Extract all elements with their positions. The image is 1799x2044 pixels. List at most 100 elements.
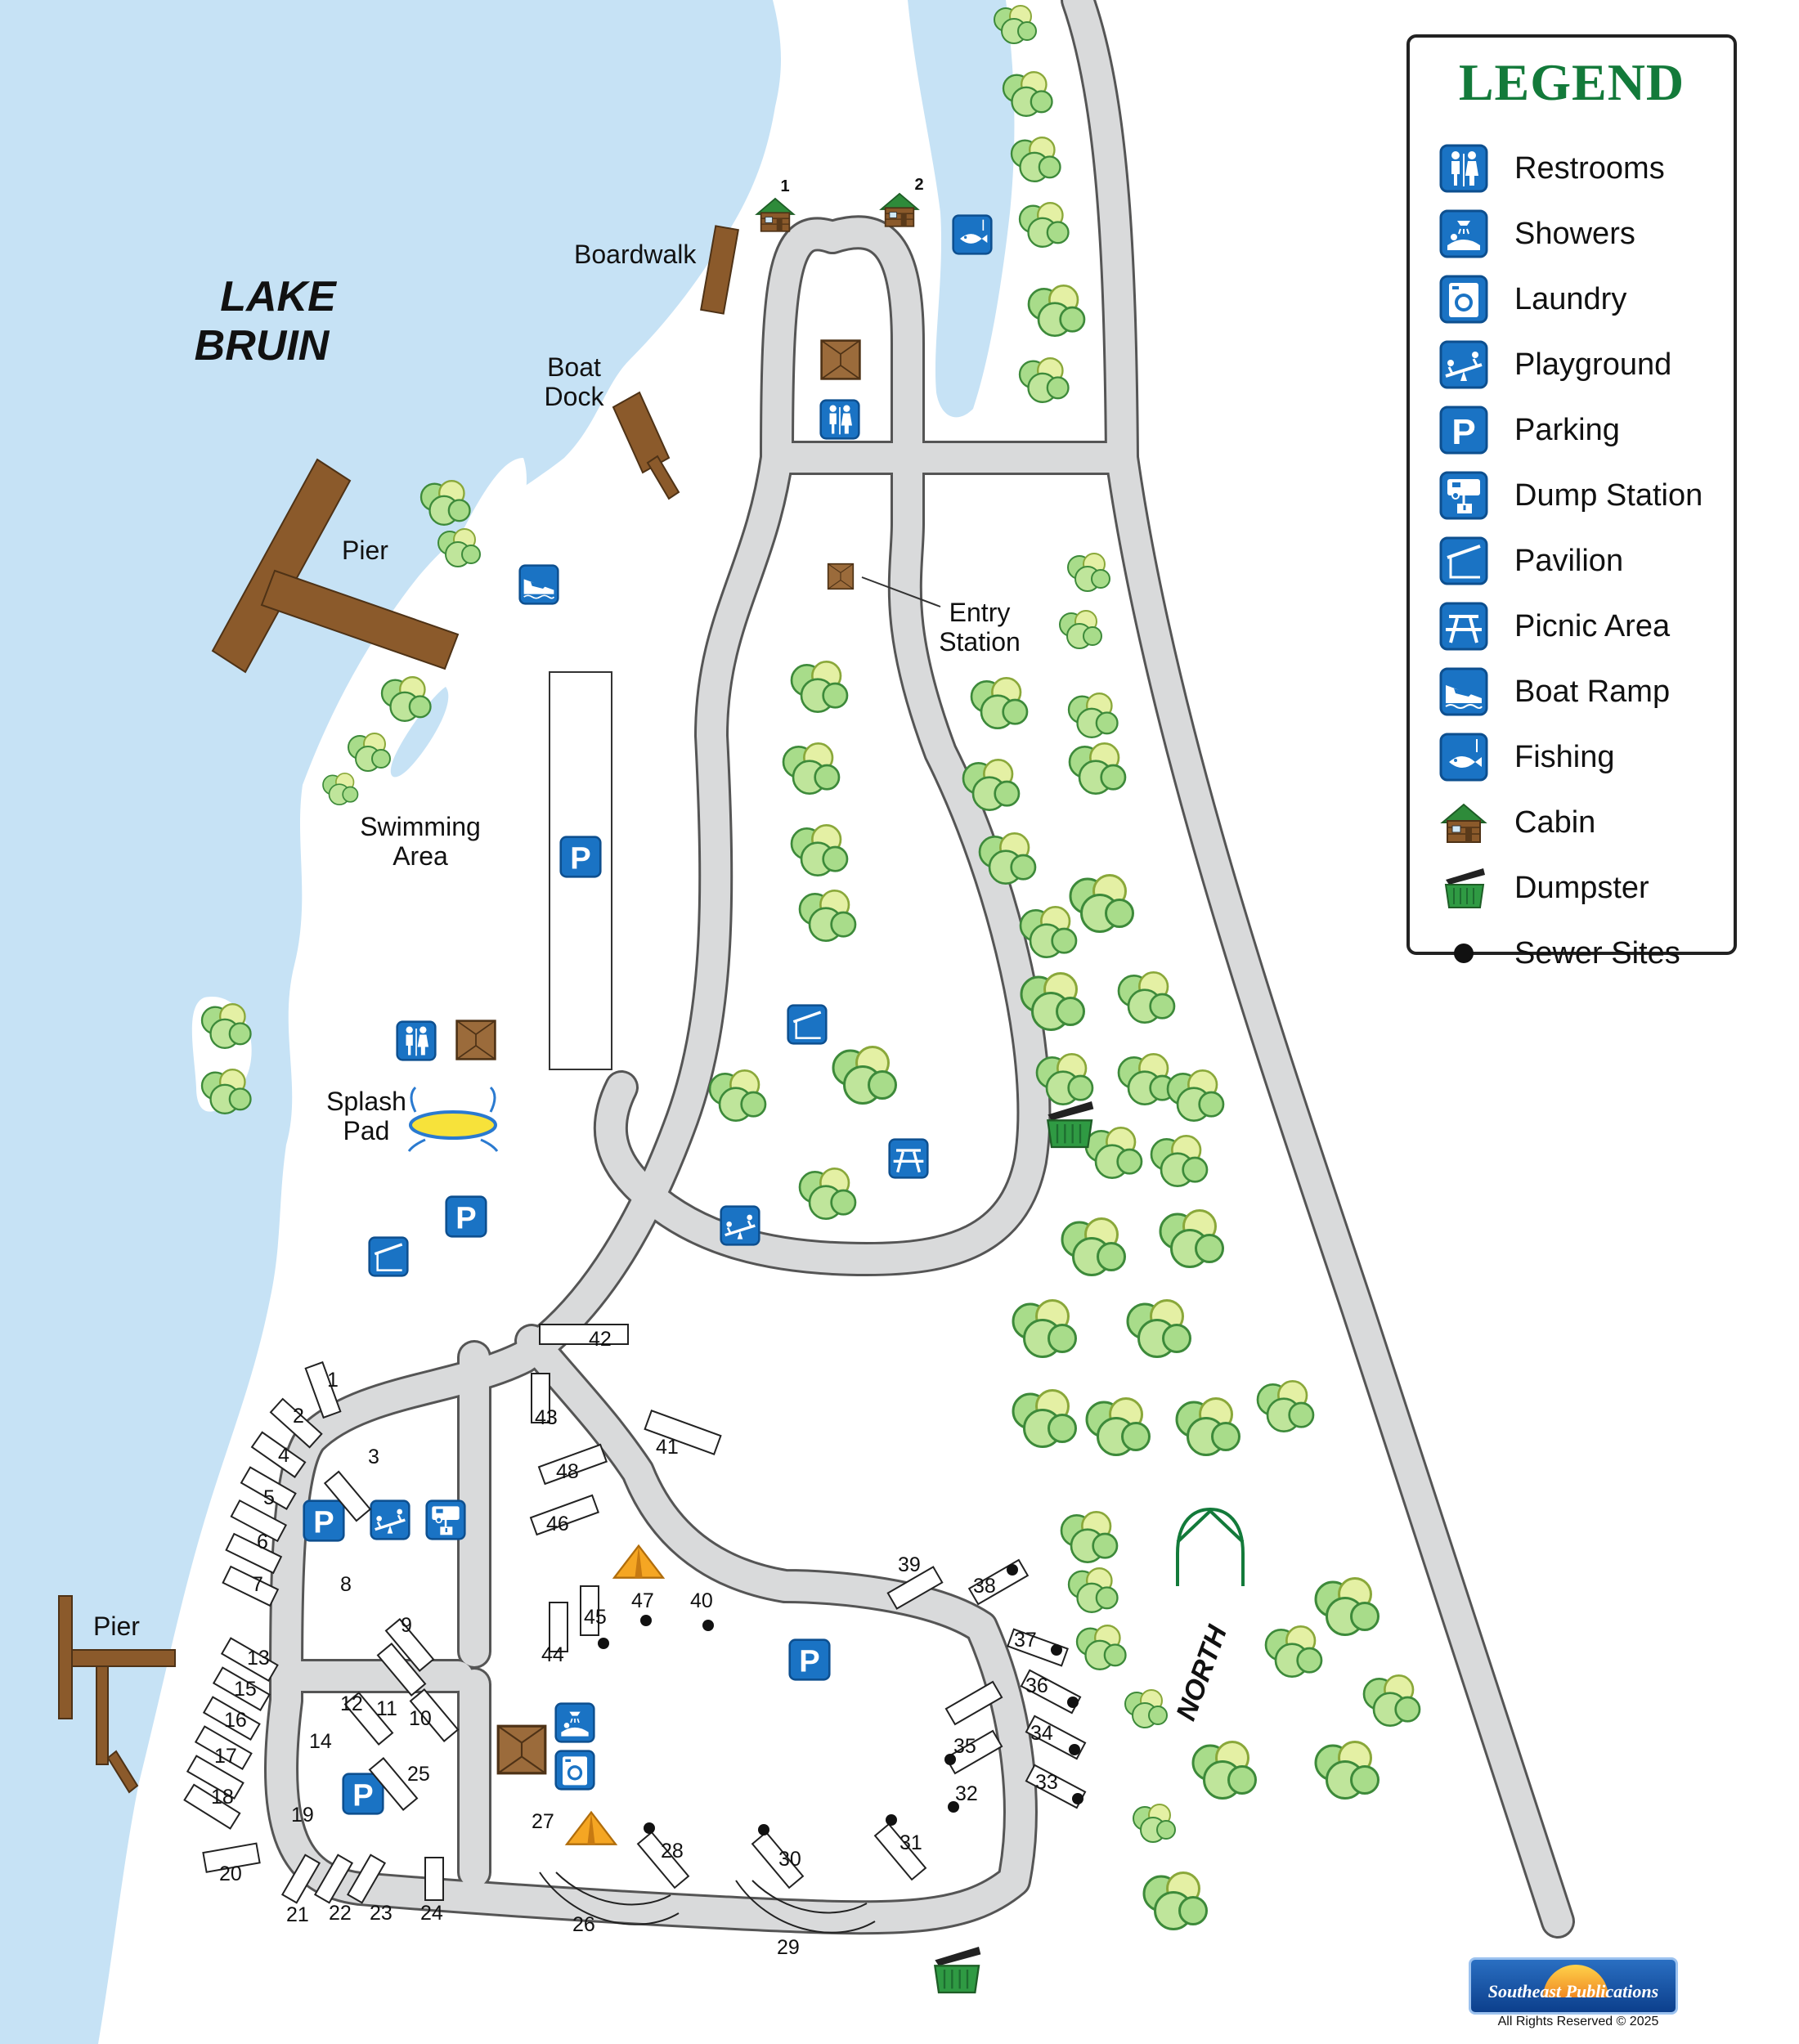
cabin-icon [1442,804,1486,843]
site-number: 46 [546,1513,569,1535]
boardwalk-structure [700,225,739,315]
legend-item-sewer-sites: Sewer Sites [1439,921,1703,986]
site-number: 43 [535,1406,558,1429]
road-network [264,0,1575,1939]
legend-panel: LEGEND Restrooms Showers Laundry Playgro… [1406,34,1737,970]
legend-label: Laundry [1514,281,1627,316]
showers-icon [554,1702,595,1743]
entry-station-building [827,563,855,590]
site-number: 26 [572,1913,595,1936]
legend-item-restrooms: Restrooms [1439,136,1703,201]
site-number: 4 [278,1444,289,1467]
splash-pad-label: Pad [343,1116,390,1145]
site-number: 47 [631,1589,654,1612]
pier-label: Pier [93,1611,140,1641]
legend-label: Parking [1514,412,1620,447]
boat-dock [612,391,680,500]
legend-item-laundry: Laundry [1439,267,1703,332]
splash-pad-icon [407,1086,499,1152]
splash-pad-label: Splash [326,1087,406,1116]
lake-label: LAKE [220,273,337,320]
site-number: 19 [291,1804,314,1827]
legend-item-cabin: Cabin [1439,790,1703,855]
site-number: 38 [973,1575,996,1598]
map-labels: LAKE BRUIN Boardwalk Boat Dock Pier Swim… [93,176,1021,1641]
site-number: 14 [309,1730,332,1753]
site-number: 29 [777,1936,800,1959]
site-number: 24 [420,1902,443,1925]
site-number: 11 [376,1697,397,1720]
legend-list: Restrooms Showers Laundry Playground Par… [1439,136,1703,986]
fishing-icon [952,214,993,255]
site-number: 37 [1014,1629,1037,1652]
boat-dock-label: Boat [547,352,601,382]
site-pads [183,1324,1087,1904]
restroom-building-beach [455,1020,496,1060]
boat-dock-label: Dock [545,382,605,411]
cabin-number: 1 [780,177,789,195]
site-number: 42 [589,1328,612,1351]
playground-icon [1439,340,1488,389]
picnic-area-icon [1439,602,1488,651]
legend-item-playground: Playground [1439,332,1703,397]
swimming-area-label: Area [393,841,448,871]
site-number: 17 [214,1745,237,1768]
site-number: 2 [293,1405,304,1428]
site-number: 8 [340,1573,352,1596]
playground-icon [370,1499,410,1540]
legend-label: Cabin [1514,805,1596,840]
dump-station-icon [425,1499,466,1540]
site-number: 36 [1025,1674,1048,1697]
site-number: 3 [368,1446,379,1468]
entry-station-label: Entry [949,598,1011,627]
creek [908,0,1015,418]
island-inner-water [390,687,449,778]
pavilion-icon [1439,536,1488,585]
site-number: 30 [778,1848,801,1871]
legend-label: Dump Station [1514,477,1703,513]
dump-station-icon [1439,471,1488,520]
parking-icon [1439,406,1488,455]
site-number: 21 [286,1903,309,1926]
site-numbers: 1 2 3 4 5 6 7 8 9 10 11 12 13 14 15 16 1… [211,1328,1058,1959]
site-number: 48 [556,1460,579,1483]
publisher-logo: Southeast Publications [1469,1957,1678,2015]
pier-label: Pier [342,536,388,565]
site-number: 6 [257,1531,268,1553]
site-number: 28 [661,1840,684,1862]
legend-label: Playground [1514,347,1672,382]
site-number: 22 [329,1902,352,1925]
tent-icon [565,1811,617,1845]
legend-item-parking: Parking [1439,397,1703,463]
legend-label: Showers [1514,216,1635,251]
cabin-icon[interactable] [880,193,919,227]
tent-icon [612,1544,665,1579]
site-number: 35 [953,1735,976,1758]
site-number: 7 [252,1573,263,1596]
site-number: 44 [541,1643,564,1666]
site-number: 31 [900,1831,922,1854]
fishing-icon [1439,733,1488,782]
boat-ramp-icon [1439,667,1488,716]
cabin-icon[interactable] [756,198,795,232]
pier-top [211,458,460,674]
site-number: 34 [1030,1722,1053,1745]
site-number: 16 [224,1709,247,1732]
swimming-area-label: Swimming [360,812,481,841]
copyright-text: All Rights Reserved © 2025 [1497,2015,1659,2028]
playground-icon [720,1205,760,1246]
site-number: 33 [1035,1771,1058,1794]
site-number: 10 [409,1707,432,1730]
sewer-site-dot-icon [1454,944,1474,963]
legend-label: Fishing [1514,739,1615,774]
legend-label: Restrooms [1514,150,1665,186]
boardwalk-label: Boardwalk [574,240,697,269]
entry-station-label: Station [939,627,1021,657]
legend-item-picnic-area: Picnic Area [1439,594,1703,659]
laundry-icon [1439,275,1488,324]
dumpster-icon [1047,1100,1095,1149]
legend-title: LEGEND [1458,53,1685,111]
publisher-name: Southeast Publications [1487,1981,1659,2001]
site-number: 25 [407,1763,430,1786]
